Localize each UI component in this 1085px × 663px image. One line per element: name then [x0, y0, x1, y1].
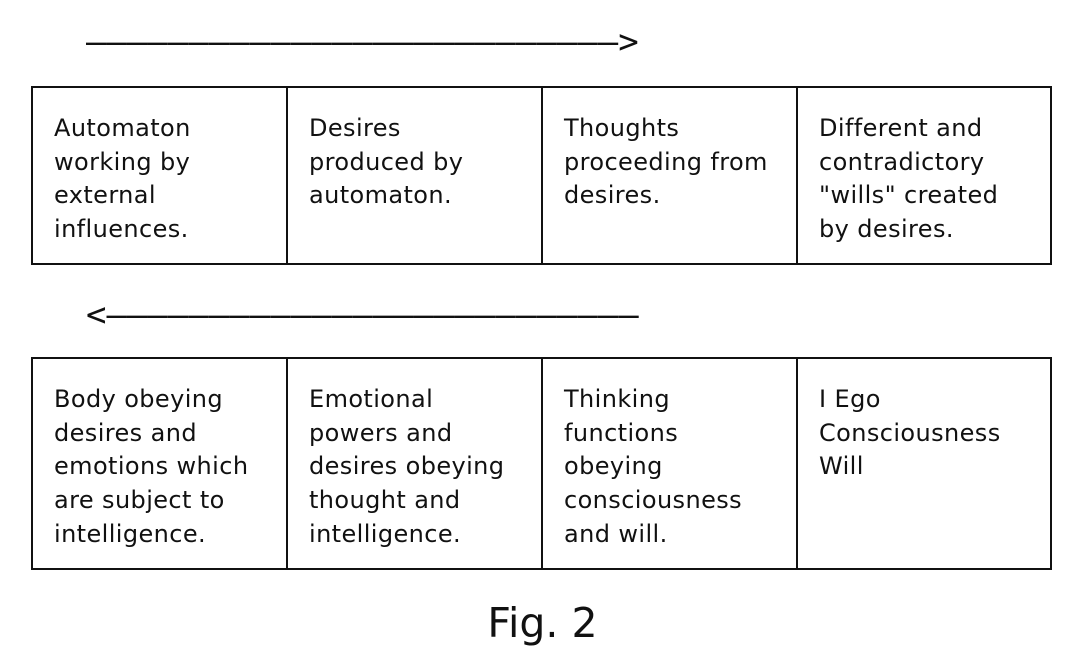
figure-caption: Fig. 2 — [487, 599, 598, 647]
right-to-left-arrow: <—————————————————————————— — [86, 295, 639, 335]
top-cell-wills: Different and contradictory "wills" crea… — [819, 114, 999, 244]
bottom-cell-body: Body obeying desires and emotions which … — [33, 359, 288, 568]
bottom-cell-emotional-powers: Emotional powers and desires obeying tho… — [288, 359, 543, 568]
top-row: Automaton working by external influences… — [31, 86, 1052, 265]
bottom-row: Body obeying desires and emotions which … — [31, 357, 1052, 570]
bottom-cell-ego: I Ego Consciousness Will — [819, 385, 1001, 481]
top-cell-thoughts: Thoughts proceeding from desires. — [543, 88, 798, 263]
top-cell-desires: Desires produced by automaton. — [288, 88, 543, 263]
bottom-cell-thinking-functions: Thinking functions obeying consciousness… — [543, 359, 798, 568]
top-cell-automaton: Automaton working by external influences… — [33, 88, 288, 263]
left-to-right-arrow: ——————————————————————————> — [86, 22, 639, 62]
